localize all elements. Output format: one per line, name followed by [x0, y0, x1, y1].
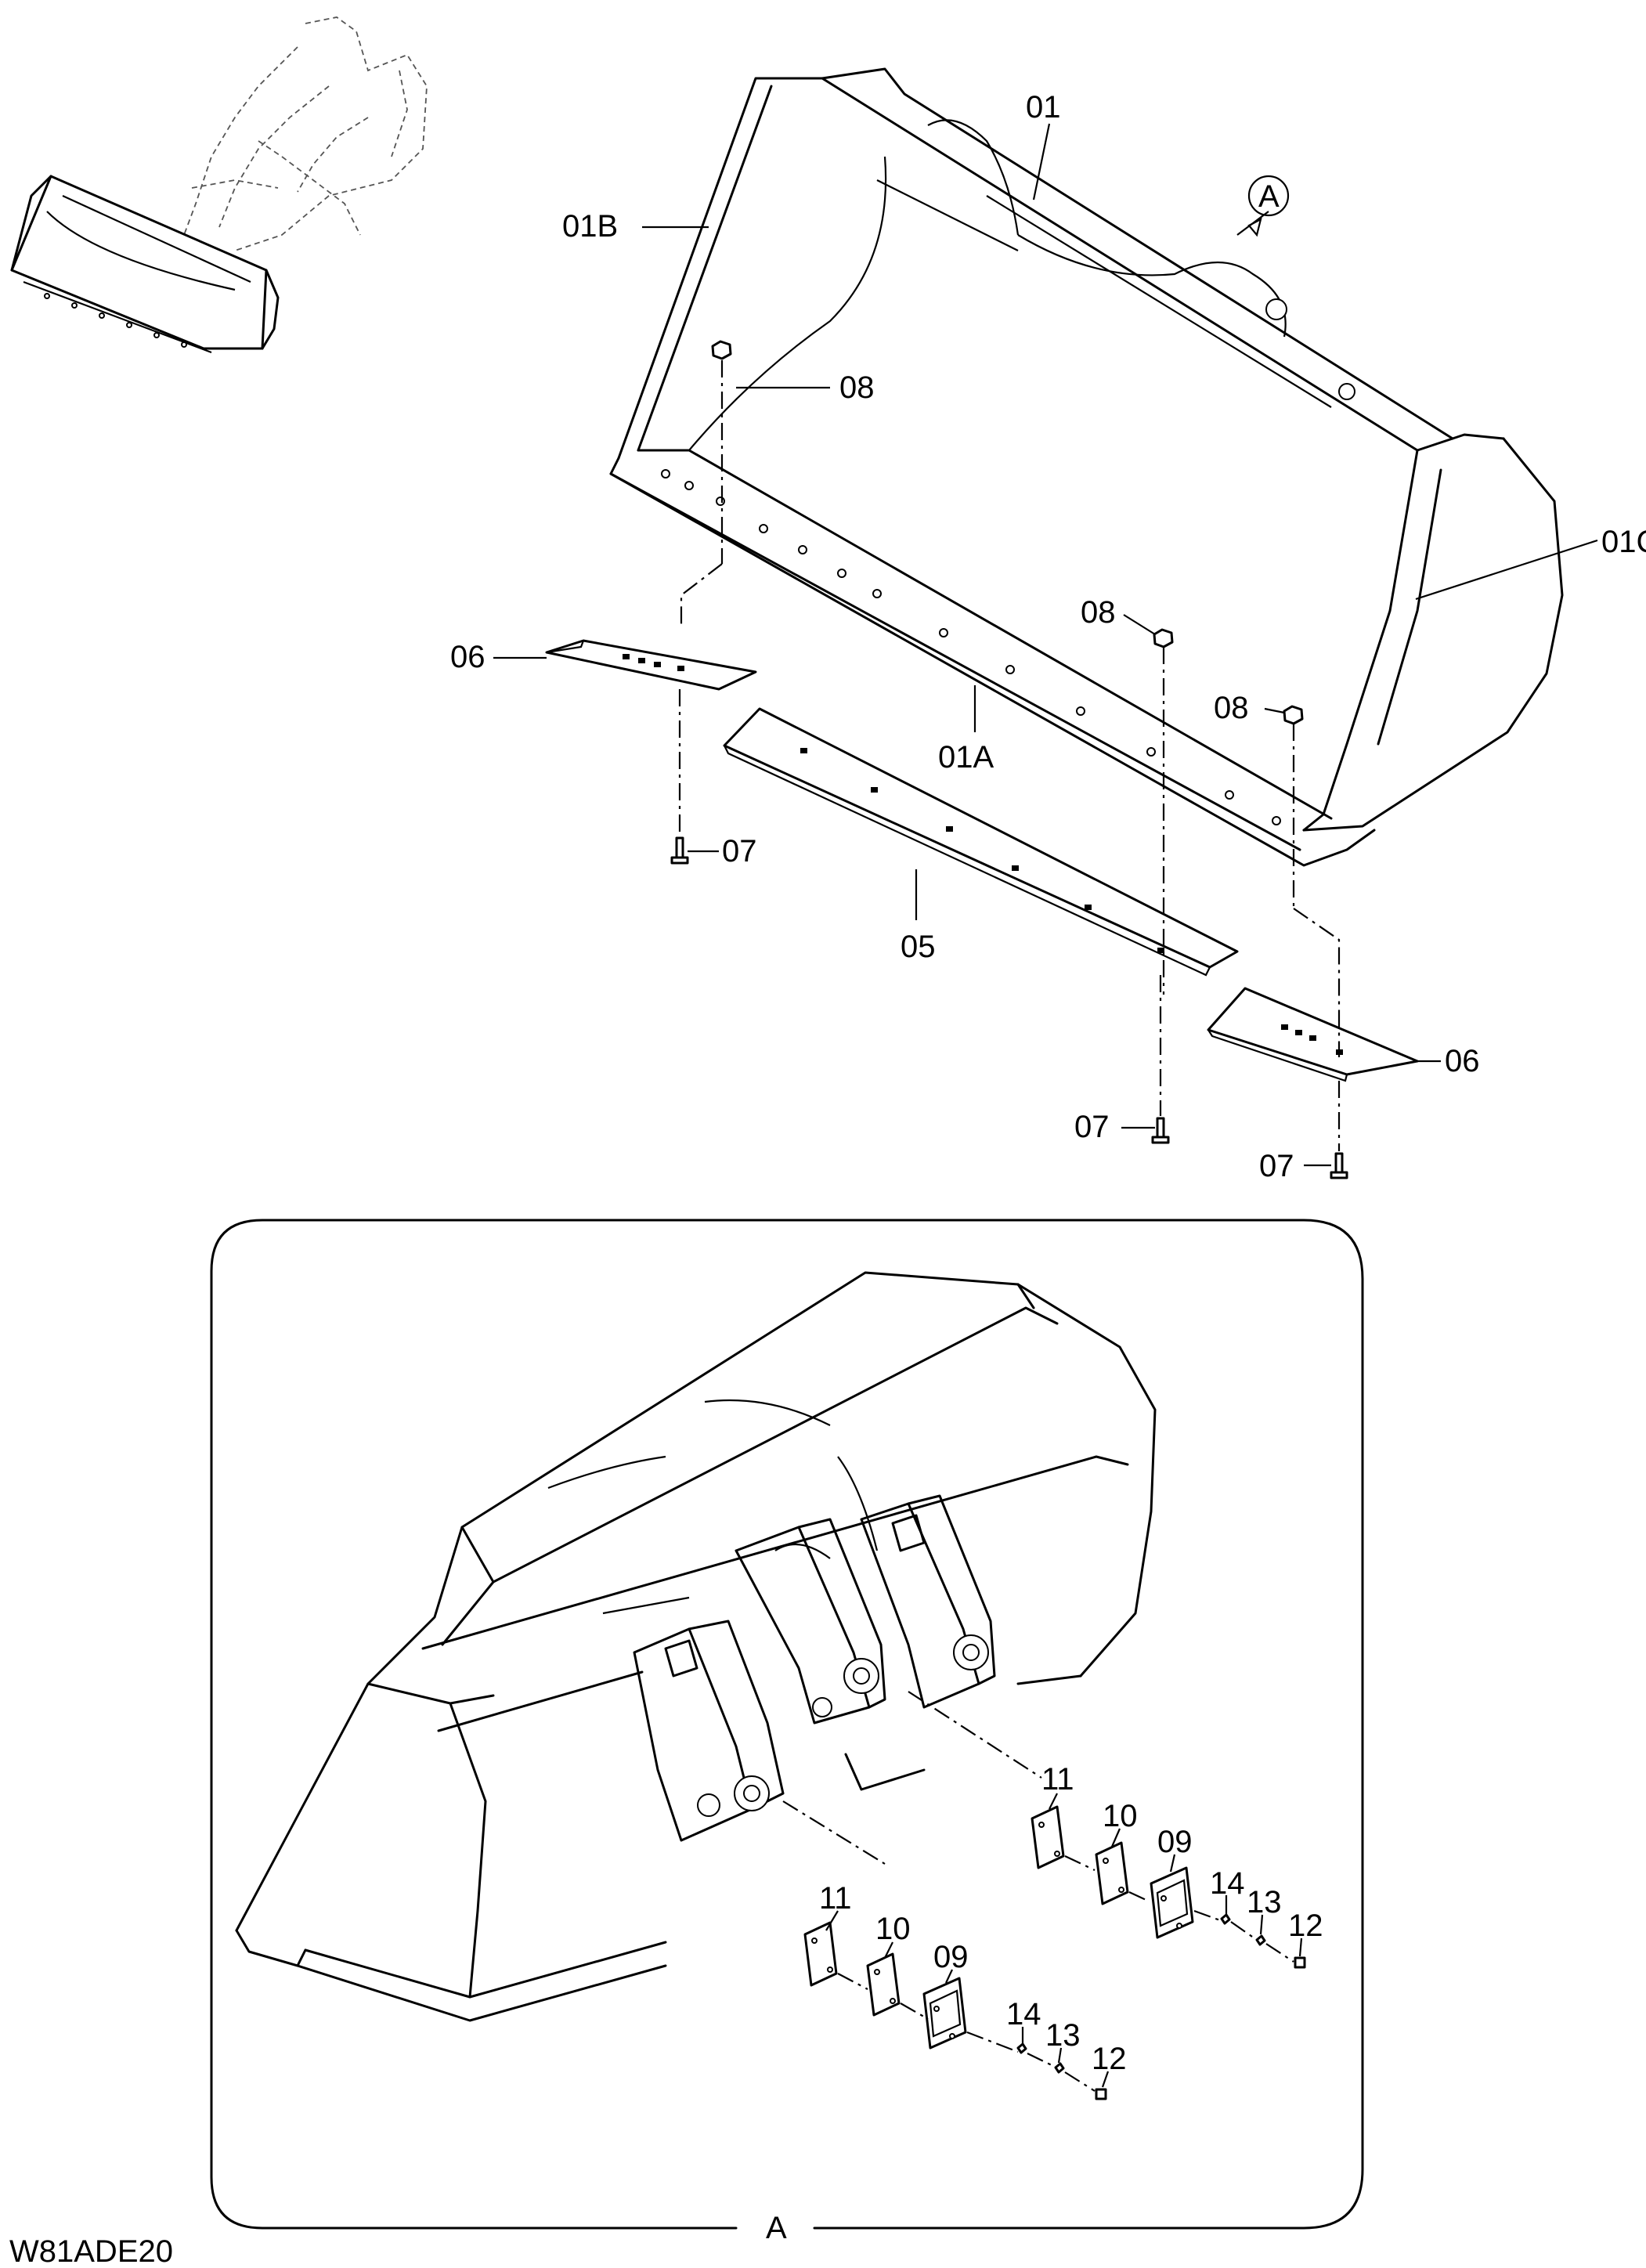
- detail-view-label: A: [766, 2211, 787, 2245]
- detail-view-a: [210, 1219, 1364, 2230]
- label-09-lower: 09: [933, 1940, 969, 1974]
- label-01b: 01B: [562, 209, 618, 244]
- nut-08-middle: [1153, 628, 1174, 995]
- label-a-circle: A: [1258, 179, 1280, 214]
- label-01a: 01A: [938, 740, 994, 775]
- label-12-lower: 12: [1092, 2042, 1127, 2076]
- locator-thumbnail: [10, 16, 428, 354]
- label-07-right: 07: [1259, 1149, 1294, 1183]
- bolt-07-left: [670, 836, 689, 865]
- label-01c: 01C: [1601, 525, 1646, 559]
- figure-code: W81ADE20: [9, 2234, 173, 2268]
- label-09-upper: 09: [1157, 1825, 1193, 1859]
- label-01: 01: [1026, 90, 1061, 125]
- detail-bucket: [235, 1271, 1157, 2022]
- corner-bit-06-right: [1207, 987, 1419, 1151]
- nut-08-right: [1283, 705, 1341, 1057]
- label-08-right: 08: [1214, 691, 1249, 725]
- label-13-lower: 13: [1045, 2018, 1081, 2053]
- bolt-07-right: [1330, 1152, 1348, 1179]
- detail-leader-lines: [825, 1793, 1303, 2088]
- detail-parts-upper: [1031, 1805, 1306, 1969]
- detail-parts-lower: [803, 1921, 1107, 2100]
- label-14-upper: 14: [1210, 1866, 1245, 1901]
- label-06-right: 06: [1445, 1044, 1480, 1078]
- label-08-middle: 08: [1081, 595, 1116, 630]
- label-05: 05: [901, 930, 936, 964]
- label-12-upper: 12: [1288, 1909, 1323, 1943]
- view-a-callout-circle: [1247, 175, 1290, 217]
- label-07-left: 07: [722, 834, 757, 869]
- nut-08-left: [680, 340, 732, 627]
- callout-labels: 01 01B A 08 01C 08 08 06 01A 07 05 06 07…: [9, 90, 1646, 2268]
- label-13-upper: 13: [1247, 1885, 1282, 1919]
- label-14-lower: 14: [1006, 1997, 1041, 2031]
- bucket-assembly: [609, 67, 1564, 867]
- edge-bolt-holes: [661, 469, 1281, 825]
- label-10-lower: 10: [875, 1912, 911, 1946]
- bolt-07-middle: [1151, 1117, 1170, 1144]
- label-06-left: 06: [450, 640, 485, 674]
- label-08-left: 08: [839, 370, 875, 405]
- cutting-edge-05: [723, 707, 1239, 1116]
- label-11-upper: 11: [1041, 1762, 1074, 1797]
- label-07-middle: 07: [1074, 1110, 1110, 1144]
- corner-bit-06-left: [545, 639, 757, 834]
- label-10-upper: 10: [1103, 1799, 1138, 1833]
- label-11-lower: 11: [819, 1881, 852, 1916]
- leader-lines: [493, 123, 1598, 1167]
